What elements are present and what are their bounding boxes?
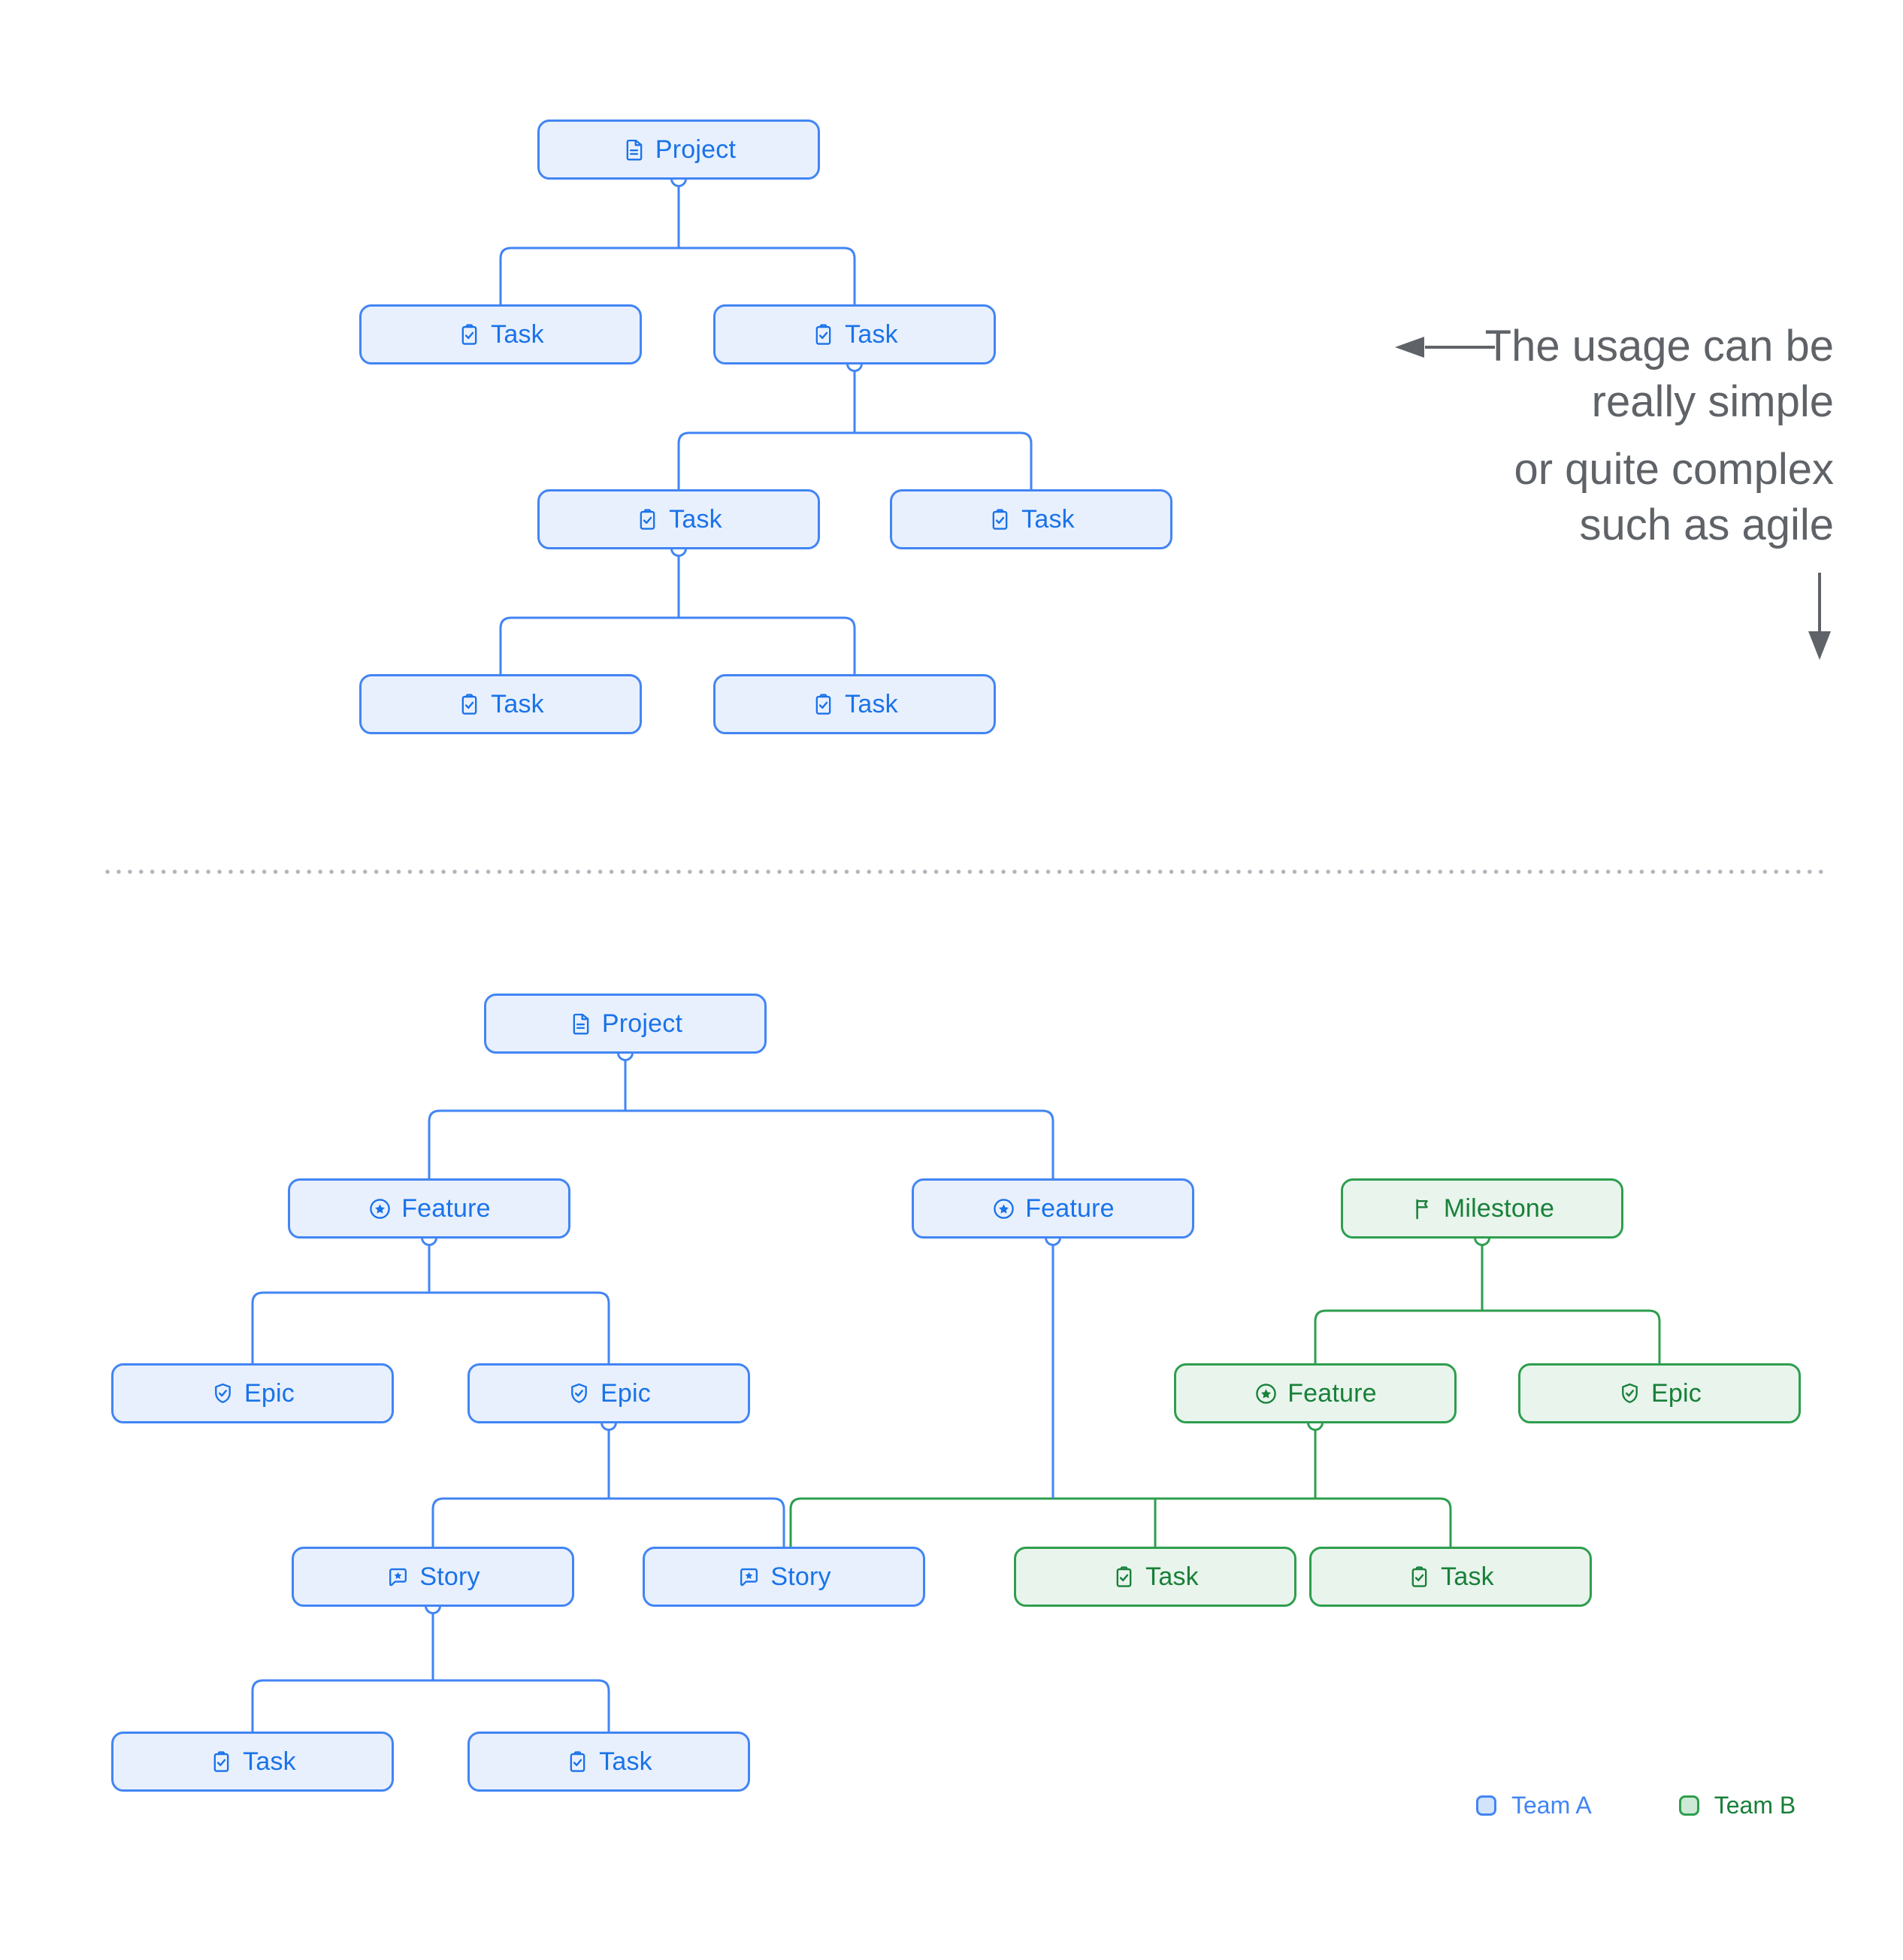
- node-label: Epic: [1651, 1378, 1702, 1408]
- node-label: Task: [491, 319, 544, 349]
- node-label: Story: [419, 1562, 480, 1591]
- node-label: Task: [1021, 504, 1075, 534]
- node-feature3: Feature: [1174, 1363, 1457, 1423]
- annotation-note: The usage can be really simple or quite …: [1485, 319, 1834, 553]
- node-label: Milestone: [1443, 1193, 1555, 1223]
- node-label: Feature: [401, 1193, 491, 1223]
- node-story1: Story: [292, 1547, 574, 1607]
- annotation-line: such as agile: [1579, 501, 1834, 549]
- node-milestone: Milestone: [1341, 1178, 1623, 1239]
- annotation-line: or quite complex: [1514, 445, 1834, 494]
- node-label: Task: [845, 319, 898, 349]
- team-b-swatch-icon: [1678, 1795, 1699, 1816]
- document-icon: [568, 1012, 593, 1036]
- node-task3: Task: [537, 489, 820, 549]
- connector-tree: [1314, 1239, 1661, 1364]
- node-task4: Task: [890, 489, 1172, 549]
- feature-icon: [991, 1196, 1016, 1221]
- team-a-swatch-icon: [1476, 1795, 1496, 1816]
- node-label: Epic: [244, 1378, 295, 1408]
- node-task1: Task: [359, 304, 642, 364]
- story-icon: [737, 1565, 761, 1589]
- legend: Team A Team B: [1476, 1792, 1796, 1819]
- node-task5: Task: [359, 674, 642, 734]
- node-label: Task: [669, 504, 722, 534]
- connector-tree: [428, 1054, 1054, 1179]
- feature-icon: [368, 1196, 392, 1221]
- node-label: Feature: [1025, 1193, 1115, 1223]
- node-label: Project: [655, 135, 737, 164]
- document-icon: [622, 138, 646, 162]
- connector-tree: [431, 1423, 785, 1547]
- node-project: Project: [484, 994, 767, 1054]
- connector-tree: [499, 180, 856, 305]
- node-task6: Task: [713, 674, 996, 734]
- annotation-line: really simple: [1591, 377, 1834, 426]
- divider-dotted-line: [105, 870, 1831, 874]
- legend-item-team-a: Team A: [1476, 1792, 1592, 1819]
- legend-label: Team B: [1714, 1792, 1796, 1819]
- epic-icon: [1617, 1381, 1642, 1406]
- node-label: Task: [243, 1747, 296, 1776]
- feature-icon: [1254, 1381, 1278, 1406]
- task-icon: [1112, 1565, 1136, 1589]
- node-epic3: Epic: [1518, 1363, 1801, 1423]
- legend-label: Team A: [1511, 1792, 1592, 1819]
- annotation-line: The usage can be: [1484, 322, 1834, 371]
- node-label: Feature: [1287, 1378, 1377, 1408]
- node-btask1: Task: [111, 1732, 394, 1792]
- node-story2: Story: [643, 1547, 925, 1607]
- connector-tree: [499, 549, 856, 675]
- legend-item-team-b: Team B: [1678, 1792, 1796, 1819]
- task-icon: [988, 507, 1012, 532]
- connector-tree: [251, 1607, 610, 1732]
- task-icon: [457, 692, 482, 717]
- task-icon: [811, 322, 836, 347]
- task-icon: [565, 1750, 590, 1774]
- down-arrow-icon: [1808, 573, 1831, 660]
- node-label: Task: [599, 1747, 652, 1776]
- node-btask2: Task: [467, 1732, 750, 1792]
- milestone-icon: [1410, 1196, 1435, 1221]
- node-epic2: Epic: [467, 1363, 750, 1423]
- node-label: Task: [1441, 1562, 1494, 1591]
- connector-tree: [677, 364, 1033, 490]
- node-feature2: Feature: [912, 1178, 1194, 1239]
- node-label: Task: [491, 689, 544, 718]
- connector-tree: [251, 1239, 610, 1364]
- task-icon: [635, 507, 660, 532]
- task-icon: [209, 1750, 234, 1774]
- node-label: Epic: [601, 1378, 651, 1408]
- node-label: Task: [845, 689, 898, 718]
- task-icon: [457, 322, 482, 347]
- node-epic1: Epic: [111, 1363, 394, 1423]
- node-task2: Task: [713, 304, 996, 364]
- task-icon: [1407, 1565, 1432, 1589]
- node-gtask1: Task: [1014, 1547, 1296, 1607]
- node-label: Task: [1145, 1562, 1199, 1591]
- node-gtask2: Task: [1309, 1547, 1592, 1607]
- node-feature1: Feature: [288, 1178, 570, 1239]
- connector-tree: [789, 1423, 1452, 1547]
- node-project: Project: [537, 119, 820, 180]
- task-icon: [811, 692, 836, 717]
- left-arrow-icon: [1395, 337, 1495, 358]
- epic-icon: [210, 1381, 235, 1406]
- node-label: Story: [770, 1562, 831, 1591]
- story-icon: [386, 1565, 410, 1589]
- node-label: Project: [601, 1009, 683, 1038]
- epic-icon: [567, 1381, 591, 1406]
